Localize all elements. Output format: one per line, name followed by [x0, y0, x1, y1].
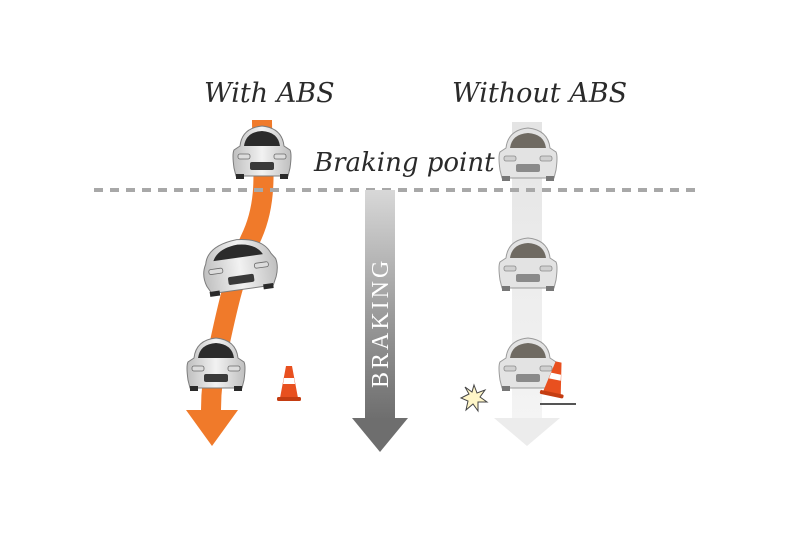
- no-abs-car-2: [498, 237, 558, 292]
- braking-label: BRAKING: [368, 258, 394, 388]
- abs-car-1: [232, 125, 292, 180]
- collision-star-icon: [459, 383, 489, 413]
- abs-car-3: [186, 337, 246, 392]
- with-abs-label: With ABS: [204, 78, 335, 109]
- braking-arrow: [352, 190, 408, 452]
- without-abs-label: Without ABS: [452, 78, 628, 109]
- abs-car-2-turning: [203, 239, 278, 297]
- traffic-cone-abs: [277, 366, 301, 401]
- no-abs-car-1: [498, 127, 558, 182]
- braking-point-label: Braking point: [314, 148, 495, 178]
